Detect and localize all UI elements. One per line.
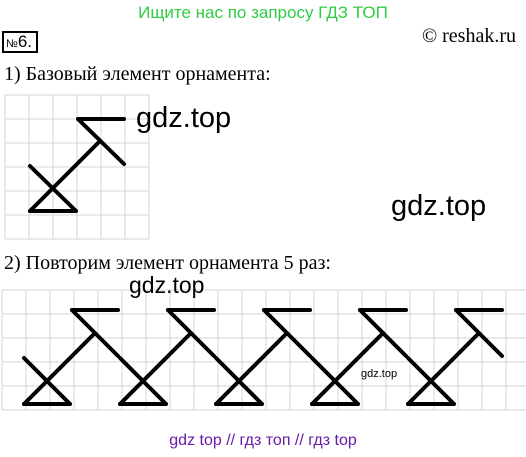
ornament-stroke [358,308,408,358]
task-number: 6. [17,32,32,51]
task-number-sign: № [6,38,18,50]
base-ornament-element [28,117,126,213]
ornament-stroke [70,308,120,358]
ornament-row [22,308,504,406]
watermark-2: gdz.top [391,190,487,222]
ornament-stroke [454,308,504,358]
ornament-stroke [214,331,289,406]
top-banner: Ищите нас по запросу ГДЗ ТОП [138,3,388,22]
section-2-heading: 2) Повторим элемент орнамента 5 раз: [4,252,331,274]
copyright-label: © reshak.ru [421,25,516,47]
watermark-4: gdz.top [361,368,398,380]
bottom-banner: gdz top // гдз топ // гдз top [169,432,357,449]
ornament-stroke [28,139,102,213]
task-number-box: №6. [2,31,38,53]
ornament-stroke [262,308,312,358]
ornament-stroke [310,331,385,406]
section-1-heading: 1) Базовый элемент орнамента: [4,63,271,85]
ornament-stroke [166,308,216,358]
ornament-stroke [118,331,193,406]
ornament-stroke [76,117,126,166]
watermark-1: gdz.top [136,102,232,134]
watermark-3: gdz.top [129,272,205,298]
ornament-stroke [406,331,481,406]
ornament-stroke [22,331,97,406]
